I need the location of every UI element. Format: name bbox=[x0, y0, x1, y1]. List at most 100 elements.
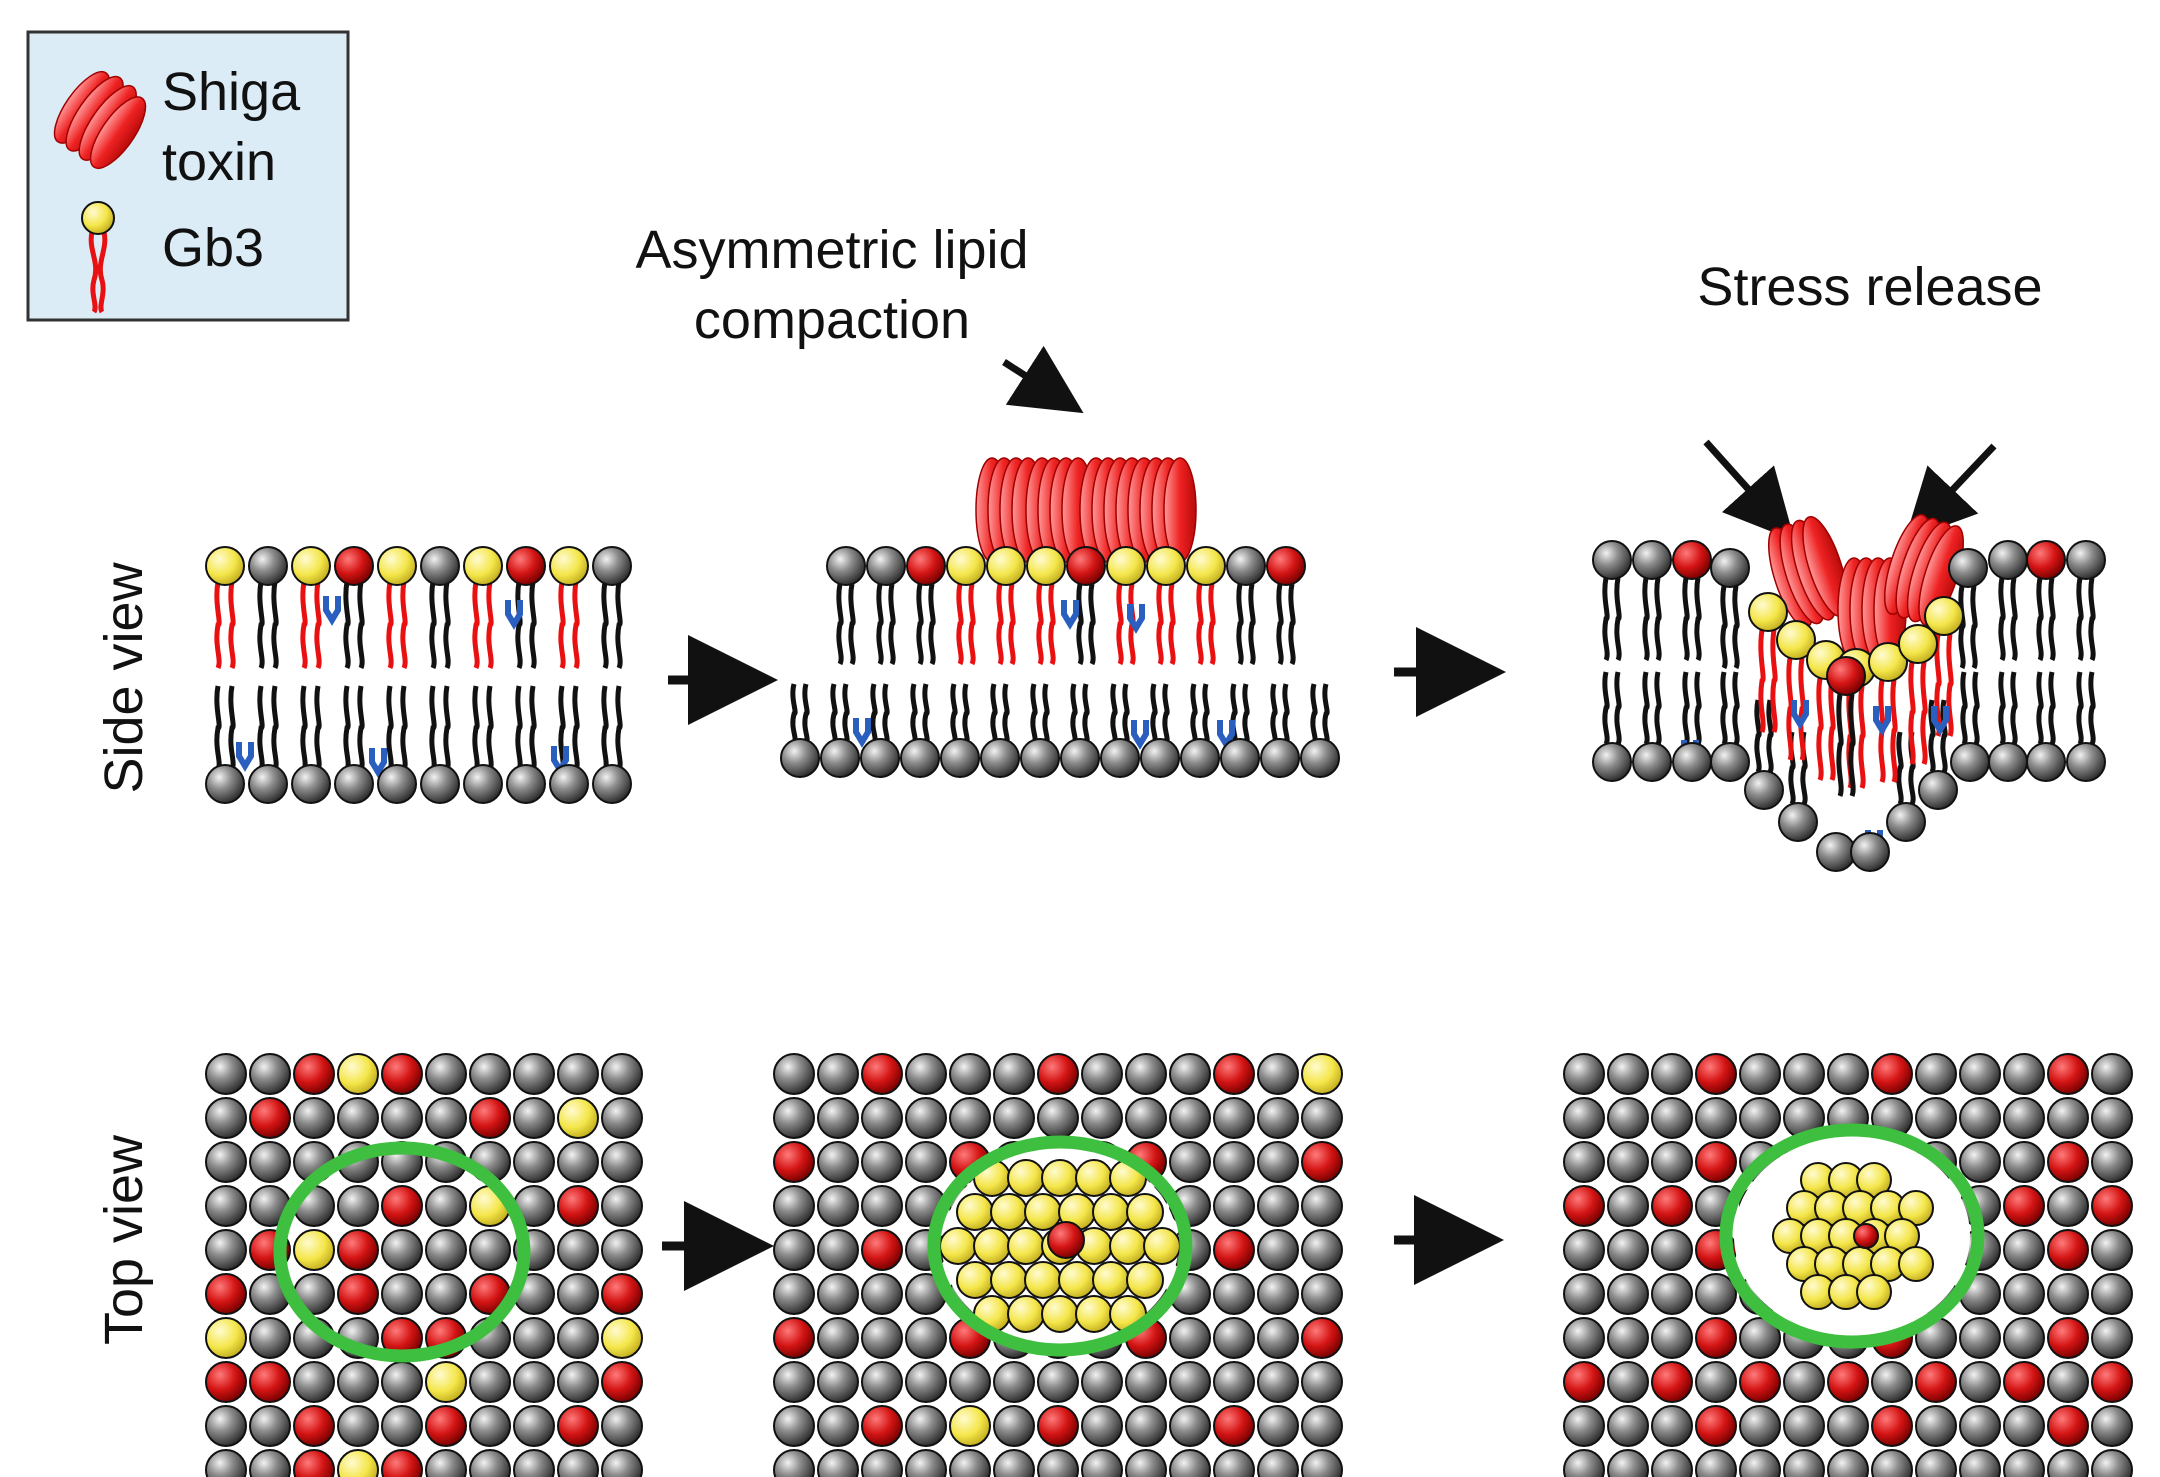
lipid-head-gray bbox=[1563, 1449, 1605, 1477]
lipid-head-yellow bbox=[1026, 546, 1066, 586]
lipid-head-gray bbox=[557, 1317, 599, 1359]
lipid-head-gray bbox=[1226, 546, 1266, 586]
lipid-head-yellow bbox=[1007, 1295, 1045, 1333]
lipid-head-gray bbox=[2091, 1449, 2133, 1477]
lipid-head-red bbox=[1695, 1053, 1737, 1095]
lipid-head-gray bbox=[1081, 1097, 1123, 1139]
lipid-head-gray bbox=[1607, 1361, 1649, 1403]
lipid-head-gray bbox=[1695, 1273, 1737, 1315]
lipid-head-red bbox=[1827, 1361, 1869, 1403]
lipid-head-gray bbox=[905, 1141, 947, 1183]
lipid-head-gray bbox=[1739, 1405, 1781, 1447]
lipid-head-gray bbox=[861, 1273, 903, 1315]
lipid-head-red bbox=[2091, 1361, 2133, 1403]
cholesterol-glyph bbox=[323, 596, 341, 626]
lipid-head-gray bbox=[817, 1097, 859, 1139]
lipid-head-red bbox=[1651, 1361, 1693, 1403]
lipid-head-gray bbox=[1988, 540, 2028, 580]
lipid-head-gray bbox=[817, 1317, 859, 1359]
lipid-head-gray bbox=[1959, 1405, 2001, 1447]
side-view-panel-stress-release bbox=[1592, 513, 2106, 872]
lipid-head-gray bbox=[1213, 1449, 1255, 1477]
compaction-arrow-icon bbox=[1002, 345, 1084, 414]
lipid-head-red bbox=[1826, 656, 1866, 696]
lipid-head-gray bbox=[949, 1449, 991, 1477]
lipid-head-gray bbox=[773, 1229, 815, 1271]
lipid-head-gray bbox=[469, 1405, 511, 1447]
lipid-head-gray bbox=[205, 764, 245, 804]
lipid-head-gray bbox=[949, 1361, 991, 1403]
lipid-head-gray bbox=[557, 1449, 599, 1477]
lipid-head-yellow bbox=[1007, 1159, 1045, 1197]
lipid-head-yellow bbox=[1075, 1295, 1113, 1333]
lipid-head-gray bbox=[337, 1097, 379, 1139]
lipid-head-yellow bbox=[1301, 1053, 1343, 1095]
lipid-head-gray bbox=[861, 1185, 903, 1227]
cholesterol-glyph bbox=[505, 600, 523, 630]
lipid-head-gray bbox=[513, 1317, 555, 1359]
shiga-toxin-legend-icon bbox=[53, 71, 147, 169]
lipid-head-gray bbox=[1563, 1405, 1605, 1447]
lipid-head-gray bbox=[1918, 770, 1958, 810]
lipid-head-gray bbox=[425, 1449, 467, 1477]
lipid-head-gray bbox=[1301, 1097, 1343, 1139]
shiga-toxin-icon bbox=[1127, 457, 1197, 563]
lipid-head-red bbox=[205, 1361, 247, 1403]
lipid-head-gray bbox=[1915, 1449, 1957, 1477]
lipid-head-gray bbox=[1710, 548, 1750, 588]
lipid-head-gray bbox=[205, 1185, 247, 1227]
lipid-head-red bbox=[773, 1317, 815, 1359]
lipid-head-gray bbox=[826, 546, 866, 586]
lipid-head-gray bbox=[1213, 1317, 1255, 1359]
lipid-head-gray bbox=[1959, 1141, 2001, 1183]
lipid-head-gray bbox=[860, 738, 900, 778]
lipid-head-gray bbox=[1020, 738, 1060, 778]
lipid-head-yellow bbox=[377, 546, 417, 586]
lipid-head-gray bbox=[601, 1185, 643, 1227]
lipid-head-gray bbox=[1651, 1317, 1693, 1359]
lipid-head-gray bbox=[2026, 742, 2066, 782]
lipid-head-gray bbox=[1081, 1053, 1123, 1095]
lipid-head-gray bbox=[1651, 1449, 1693, 1477]
lipid-head-gray bbox=[2003, 1449, 2045, 1477]
lipid-head-yellow bbox=[337, 1449, 379, 1477]
lipid-head-gray bbox=[1213, 1273, 1255, 1315]
lipid-head-red bbox=[2047, 1141, 2089, 1183]
lipid-head-yellow bbox=[939, 1227, 977, 1265]
lipid-head-red bbox=[506, 546, 546, 586]
lipid-head-gray bbox=[773, 1097, 815, 1139]
lipid-head-gray bbox=[1563, 1229, 1605, 1271]
lipid-head-gray bbox=[1300, 738, 1340, 778]
lipid-head-gray bbox=[820, 738, 860, 778]
lipid-head-red bbox=[1037, 1405, 1079, 1447]
lipid-head-gray bbox=[780, 738, 820, 778]
lipid-head-gray bbox=[1695, 1449, 1737, 1477]
lipid-head-gray bbox=[1220, 738, 1260, 778]
lipid-head-yellow bbox=[1186, 546, 1226, 586]
lipid-head-gray bbox=[2047, 1449, 2089, 1477]
lipid-head-gray bbox=[1257, 1229, 1299, 1271]
lipid-head-red bbox=[2047, 1405, 2089, 1447]
lipid-head-yellow bbox=[1143, 1227, 1181, 1265]
lipid-head-red bbox=[293, 1405, 335, 1447]
lipid-head-gray bbox=[601, 1449, 643, 1477]
lipid-head-gray bbox=[1816, 832, 1856, 872]
lipid-head-gray bbox=[861, 1317, 903, 1359]
cholesterol-glyph bbox=[1931, 706, 1949, 736]
lipid-head-yellow bbox=[949, 1405, 991, 1447]
lipid-head-gray bbox=[773, 1361, 815, 1403]
lipid-head-gray bbox=[1827, 1405, 1869, 1447]
lipid-head-gray bbox=[549, 764, 589, 804]
lipid-head-gray bbox=[1592, 540, 1632, 580]
lipid-head-gray bbox=[1213, 1141, 1255, 1183]
lipid-head-gray bbox=[900, 738, 940, 778]
lipid-head-gray bbox=[420, 764, 460, 804]
lipid-head-gray bbox=[817, 1273, 859, 1315]
lipid-head-gray bbox=[1125, 1097, 1167, 1139]
lipid-head-gray bbox=[425, 1097, 467, 1139]
top-view-panel-initial bbox=[205, 1053, 643, 1477]
highlight-ring bbox=[927, 1135, 1193, 1357]
lipid-head-gray bbox=[1563, 1317, 1605, 1359]
lipid-head-gray bbox=[2003, 1141, 2045, 1183]
lipid-head-gray bbox=[249, 1405, 291, 1447]
